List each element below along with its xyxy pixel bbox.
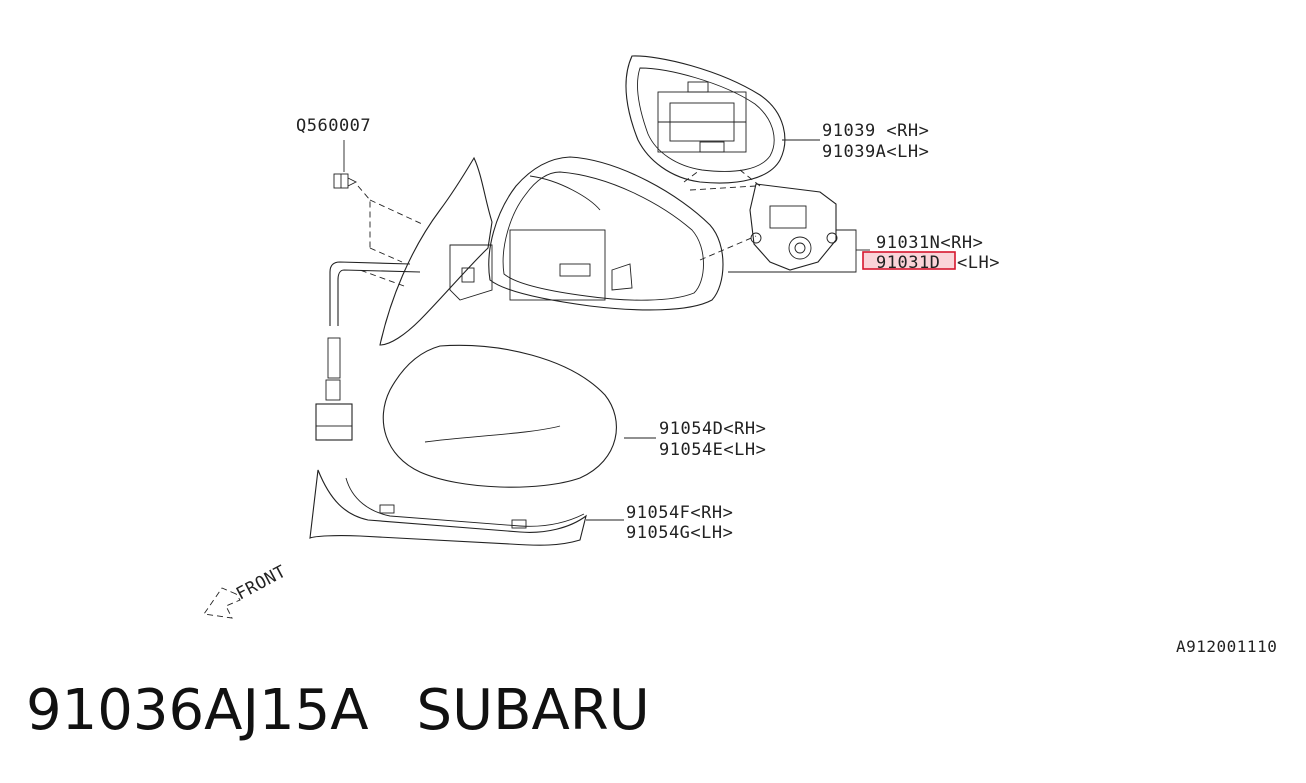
actuator-rh-callout: 91031N<RH>	[876, 233, 983, 253]
glass-rh-callout: 91039 <RH>	[822, 121, 929, 141]
actuator-lh-highlight	[862, 251, 956, 270]
footer: 91036AJ15A SUBARU	[26, 678, 650, 743]
part-number: 91036AJ15A	[26, 678, 369, 743]
mirror-base	[379, 156, 493, 346]
cover-rh-callout: 91054D<RH>	[659, 419, 766, 439]
garnish-lh-callout: 91054G<LH>	[626, 523, 733, 543]
actuator-lh-callout: 91031D	[876, 253, 940, 273]
bolt-callout: Q560007	[296, 116, 371, 136]
actuator-motor	[749, 183, 838, 271]
glass-lh-callout: 91039A<LH>	[822, 142, 929, 162]
actuator-lh-suffix: <LH>	[957, 253, 1000, 273]
mirror-glass	[625, 55, 786, 184]
brand-name: SUBARU	[416, 678, 650, 743]
leader-lines	[343, 139, 870, 521]
assembly-lines	[357, 169, 761, 287]
front-arrow	[203, 587, 241, 619]
cover-lh-callout: 91054E<LH>	[659, 440, 766, 460]
wire-harness	[315, 261, 421, 441]
front-label: FRONT	[233, 562, 290, 605]
mirror-cover	[382, 344, 617, 488]
garnish-rh-callout: 91054F<RH>	[626, 503, 733, 523]
bolt	[333, 173, 358, 189]
drawing-id: A912001110	[1176, 637, 1277, 656]
mirror-housing	[488, 156, 724, 311]
mirror-garnish	[309, 469, 587, 546]
